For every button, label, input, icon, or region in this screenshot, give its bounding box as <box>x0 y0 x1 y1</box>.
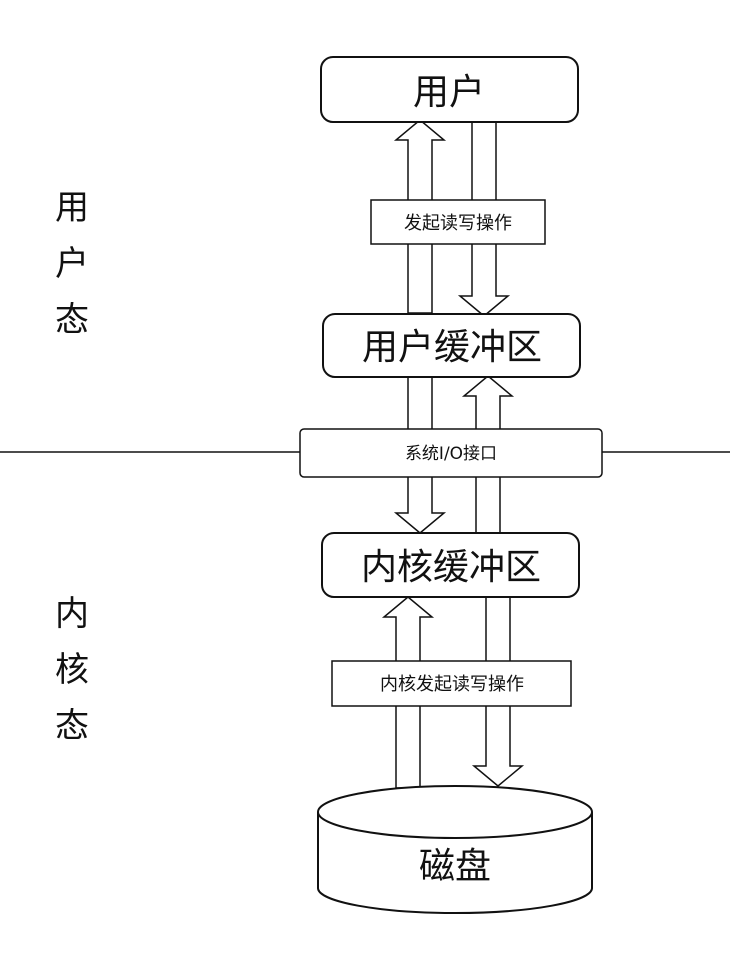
user-mode-char-3: 态 <box>55 300 89 340</box>
kernel-mode-label: 内 核 态 <box>55 586 95 754</box>
user-read-write-box <box>370 199 546 245</box>
user-box <box>320 56 579 123</box>
user-read-write-label: 发起读写操作 <box>404 213 512 234</box>
user-box-label: 用户 <box>413 72 485 113</box>
system-io-label: 系统I/O接口 <box>405 444 497 464</box>
kernel-read-write-box <box>331 660 572 707</box>
disk-label: 磁盘 <box>419 846 491 887</box>
user-mode-char-1: 用 <box>55 188 89 228</box>
kernel-mode-char-1: 内 <box>55 594 89 634</box>
user-buffer-box-label: 用户缓冲区 <box>362 327 542 368</box>
kernel-mode-char-2: 核 <box>55 650 89 690</box>
user-mode-char-2: 户 <box>55 244 89 284</box>
user-mode-label: 用 户 态 <box>55 180 95 348</box>
kernel-buffer-box-label: 内核缓冲区 <box>361 547 541 588</box>
disk-top <box>317 785 593 839</box>
kernel-read-write-label: 内核发起读写操作 <box>380 674 524 695</box>
kernel-buffer-box <box>321 532 580 598</box>
disk-cylinder: 磁盘 <box>317 785 593 914</box>
disk-body <box>317 812 593 914</box>
system-io-box <box>299 428 603 478</box>
kernel-mode-char-3: 态 <box>55 706 89 746</box>
user-buffer-box <box>322 313 581 378</box>
